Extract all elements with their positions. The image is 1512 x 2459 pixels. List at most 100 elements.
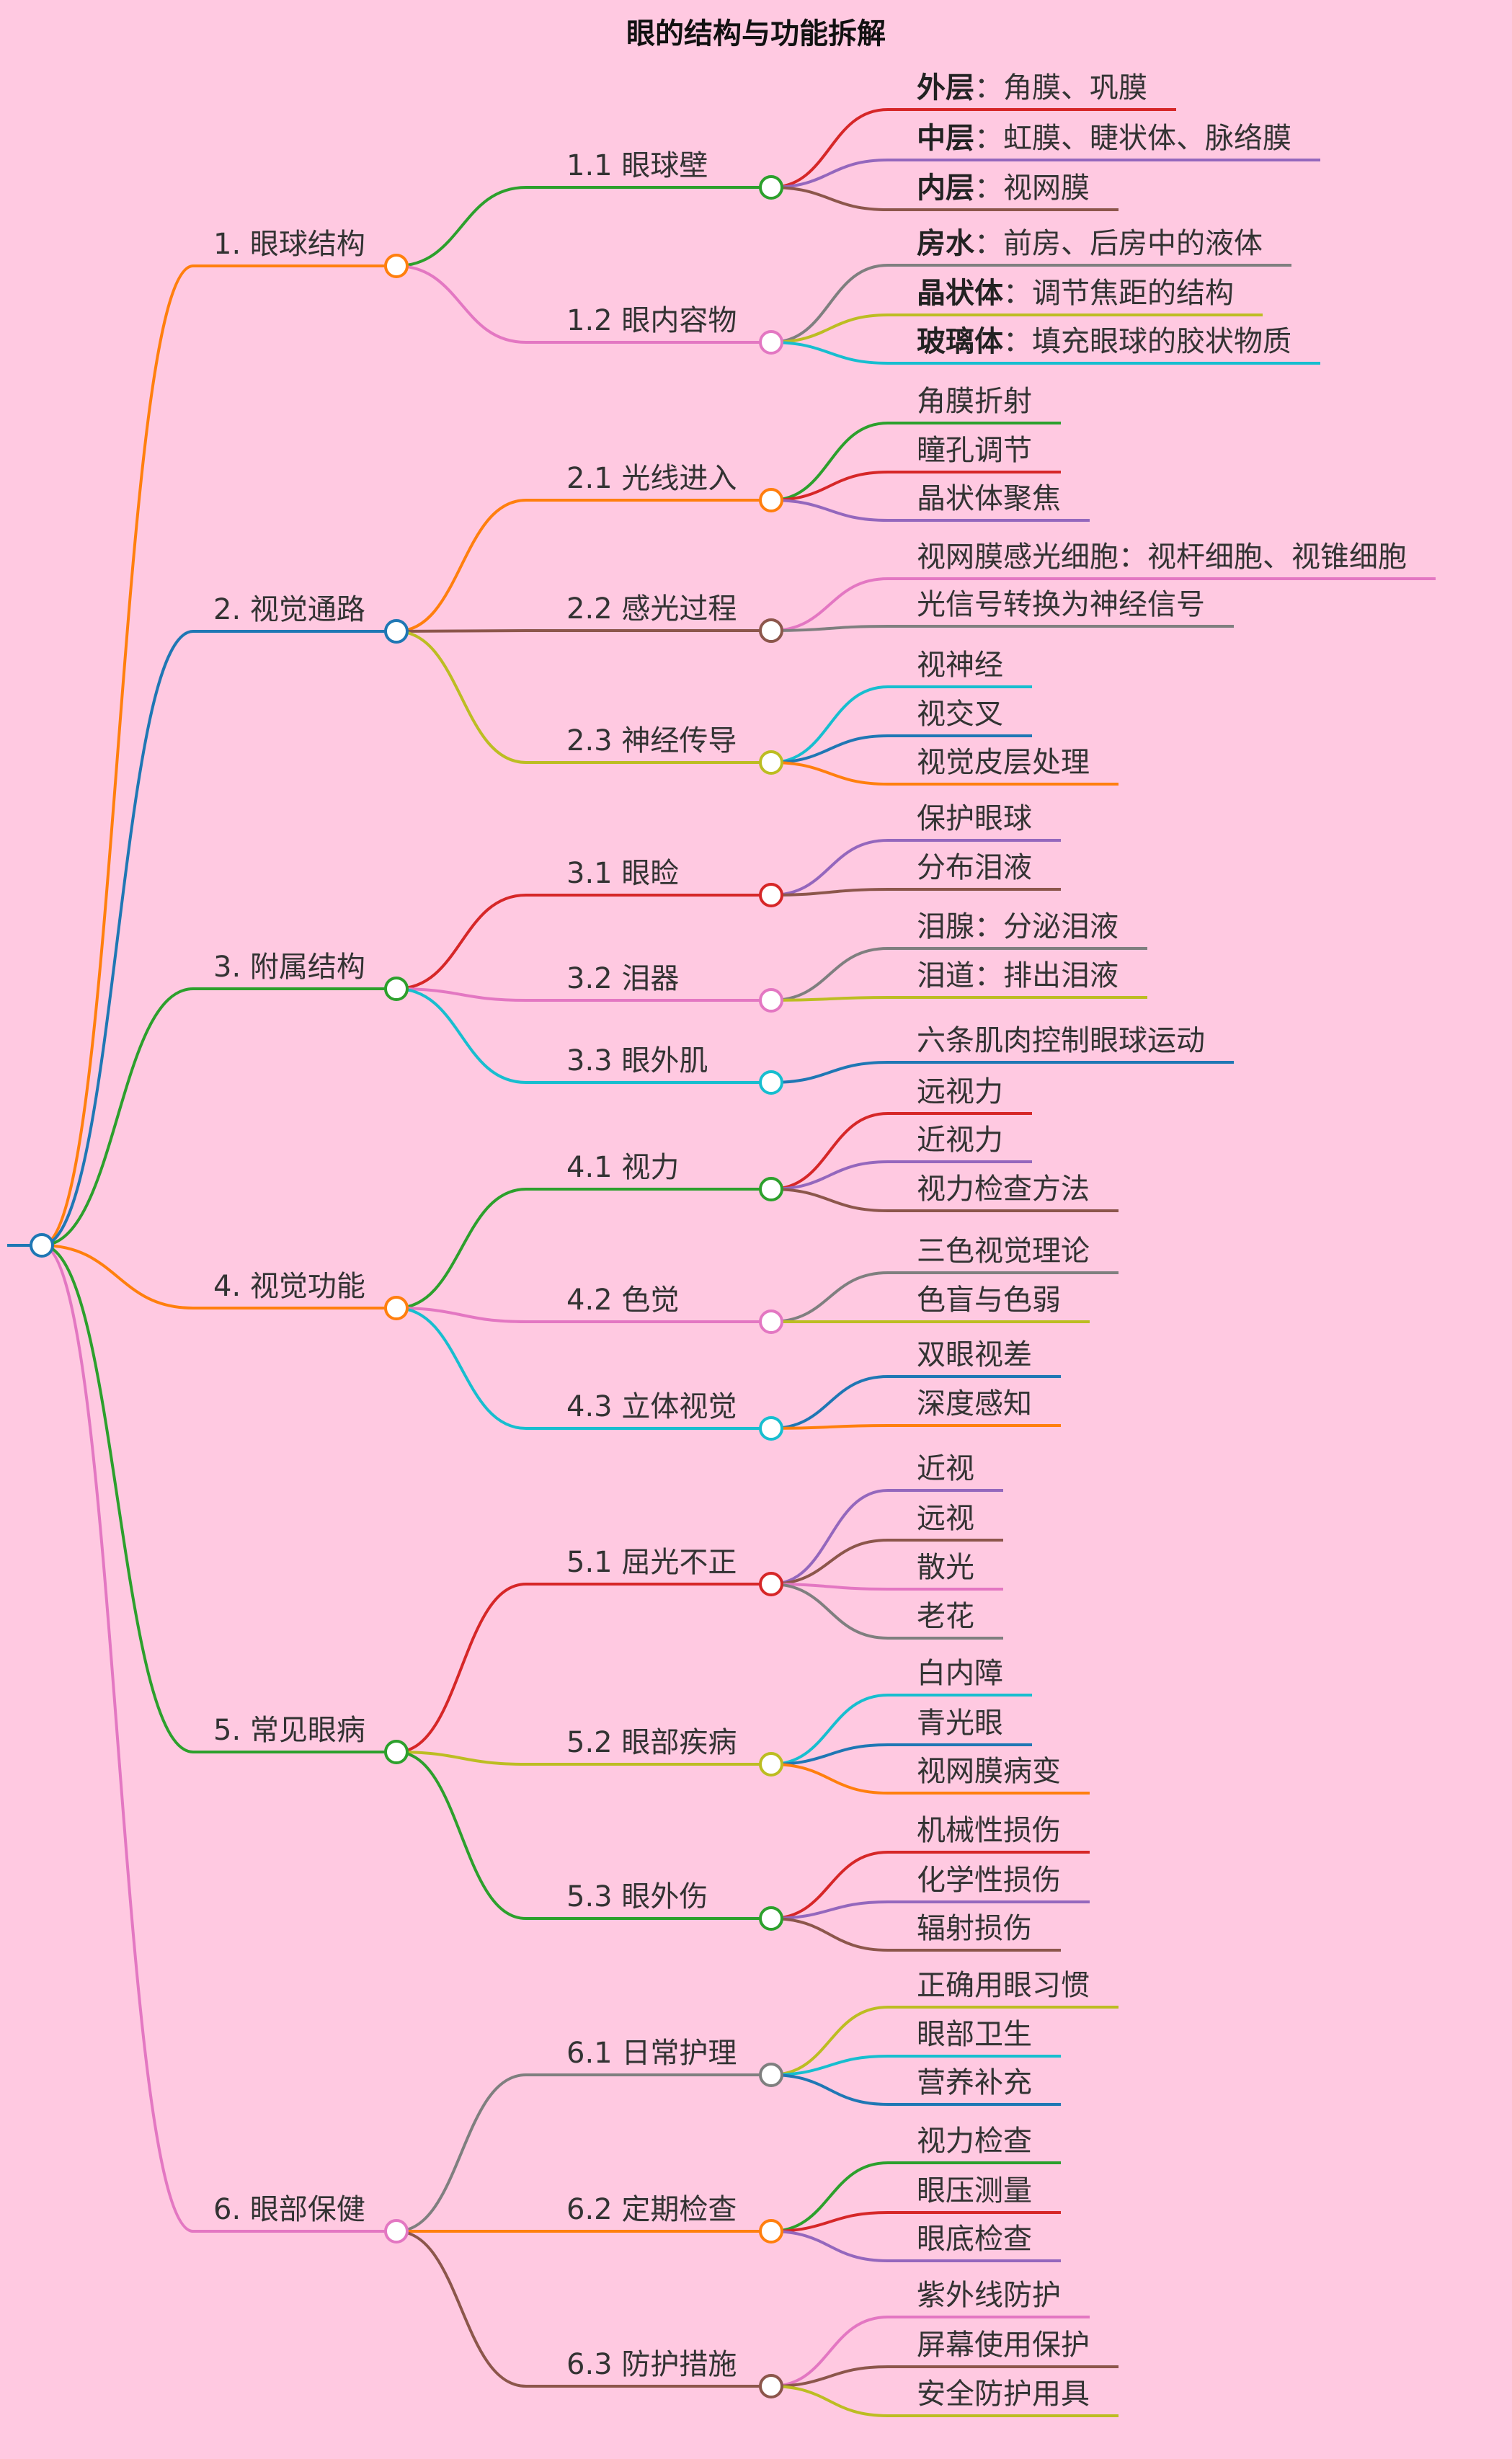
leaf-line: [770, 186, 889, 211]
leaf-label: 中层：虹膜、睫状体、脉络膜: [917, 121, 1291, 156]
node-label-bold: 玻璃体: [917, 325, 1003, 358]
level2-label: 4.1 视力: [566, 1151, 680, 1184]
leaf-line: [770, 108, 889, 189]
level1-node-circle: [384, 1740, 409, 1764]
branch-line: [396, 1307, 527, 1430]
leaf-line: [770, 1583, 889, 1640]
leaf-label: 深度感知: [917, 1387, 1032, 1420]
level2-node-circle: [759, 883, 783, 907]
level2-node-circle: [759, 1752, 783, 1777]
leaf-line: [770, 947, 889, 1002]
branch-line: [41, 1244, 194, 1753]
level2-label: 4.2 色觉: [566, 1284, 680, 1317]
leaf-line: [770, 996, 889, 1002]
level2-label: 3.2 泪器: [566, 962, 680, 995]
level2-label: 3.1 眼睑: [566, 857, 680, 890]
leaf-line: [770, 1743, 889, 1766]
leaf-label: 紫外线防护: [917, 2279, 1061, 2312]
leaf-label: 晶状体：调节焦距的结构: [917, 276, 1234, 311]
level2-node-circle: [759, 1309, 783, 1334]
level1-label: 2. 视觉通路: [213, 593, 365, 626]
leaf-line: [770, 2161, 889, 2233]
level2-node-circle: [759, 1906, 783, 1931]
leaf-label: 视交叉: [917, 698, 1003, 731]
page-title: 眼的结构与功能拆解: [626, 17, 886, 50]
leaf-line: [770, 1539, 889, 1586]
leaf-line: [770, 2073, 889, 2106]
leaf-label: 营养补充: [917, 2066, 1032, 2099]
leaf-line: [770, 625, 889, 632]
leaf-label: 眼部卫生: [917, 2018, 1032, 2051]
leaf-label: 眼压测量: [917, 2174, 1032, 2207]
node-label-text: ：虹膜、睫状体、脉络膜: [974, 122, 1291, 155]
level2-label: 3.3 眼外肌: [566, 1044, 708, 1077]
leaf-label: 视神经: [917, 649, 1003, 682]
leaf-line: [770, 2316, 889, 2388]
leaf-label: 视力检查: [917, 2125, 1032, 2158]
level2-node-circle: [759, 1416, 783, 1441]
leaf-label: 晶状体聚焦: [917, 482, 1061, 515]
leaf-label: 内层：视网膜: [917, 171, 1090, 205]
level1-node-circle: [384, 619, 409, 644]
leaf-label: 六条肌肉控制眼球运动: [917, 1024, 1205, 1057]
level2-node-circle: [759, 1177, 783, 1201]
level1-node-circle: [384, 254, 409, 278]
leaf-label: 视网膜病变: [917, 1755, 1061, 1788]
leaf-line: [770, 341, 889, 365]
branch-line: [41, 264, 194, 1247]
leaf-line: [770, 1851, 889, 1920]
branch-line: [396, 894, 527, 990]
leaf-line: [770, 2006, 889, 2076]
leaf-line: [770, 1900, 889, 1920]
node-label-bold: 晶状体: [917, 277, 1003, 310]
leaf-line: [770, 2055, 889, 2076]
branch-line: [396, 1307, 527, 1323]
branch-line: [396, 186, 527, 267]
leaf-label: 化学性损伤: [917, 1864, 1061, 1897]
leaf-label: 青光眼: [917, 1707, 1003, 1740]
leaf-label: 泪腺：分泌泪液: [917, 910, 1119, 943]
leaf-line: [770, 1375, 889, 1430]
branch-line: [396, 1583, 527, 1753]
leaf-line: [770, 1271, 889, 1323]
level2-node-circle: [759, 618, 783, 643]
level1-node-circle: [384, 1296, 409, 1320]
leaf-label: 远视: [917, 1502, 974, 1535]
leaf-label: 玻璃体：填充眼球的胶状物质: [917, 324, 1291, 359]
level2-label: 2.1 光线进入: [566, 462, 737, 495]
root-node-circle: [30, 1233, 54, 1258]
branch-line: [396, 2230, 527, 2388]
leaf-label: 视力检查方法: [917, 1173, 1090, 1206]
level2-node-circle: [759, 488, 783, 512]
node-label-text: ：角膜、巩膜: [974, 71, 1147, 105]
leaf-label: 近视力: [917, 1124, 1003, 1157]
leaf-line: [770, 422, 889, 502]
level1-node-circle: [384, 977, 409, 1001]
level1-label: 5. 常见眼病: [213, 1714, 365, 1747]
leaf-label: 近视: [917, 1452, 974, 1485]
leaf-label: 双眼视差: [917, 1338, 1032, 1371]
leaf-line: [770, 2365, 889, 2388]
level2-label: 6.3 防护措施: [566, 2348, 737, 2381]
leaf-line: [770, 1917, 889, 1952]
leaf-label: 辐射损伤: [917, 1912, 1032, 1945]
branch-line: [396, 2073, 527, 2233]
node-label-text: ：视网膜: [974, 172, 1090, 205]
node-label-bold: 内层: [917, 172, 974, 205]
branch-line: [396, 1188, 527, 1309]
leaf-line: [770, 1489, 889, 1586]
branch-line: [396, 987, 527, 1002]
leaf-label: 三色视觉理论: [917, 1235, 1090, 1268]
leaf-line: [770, 499, 889, 522]
level2-label: 5.1 屈光不正: [566, 1546, 737, 1579]
leaf-line: [770, 685, 889, 764]
leaf-label: 保护眼球: [917, 802, 1032, 835]
branch-line: [396, 1751, 527, 1920]
leaf-line: [770, 1763, 889, 1795]
level2-node-circle: [759, 2063, 783, 2087]
leaf-label: 机械性损伤: [917, 1814, 1061, 1847]
leaf-line: [770, 1583, 889, 1591]
node-label-text: ：填充眼球的胶状物质: [1003, 325, 1291, 358]
leaf-label: 安全防护用具: [917, 2378, 1090, 2411]
leaf-line: [770, 264, 889, 344]
